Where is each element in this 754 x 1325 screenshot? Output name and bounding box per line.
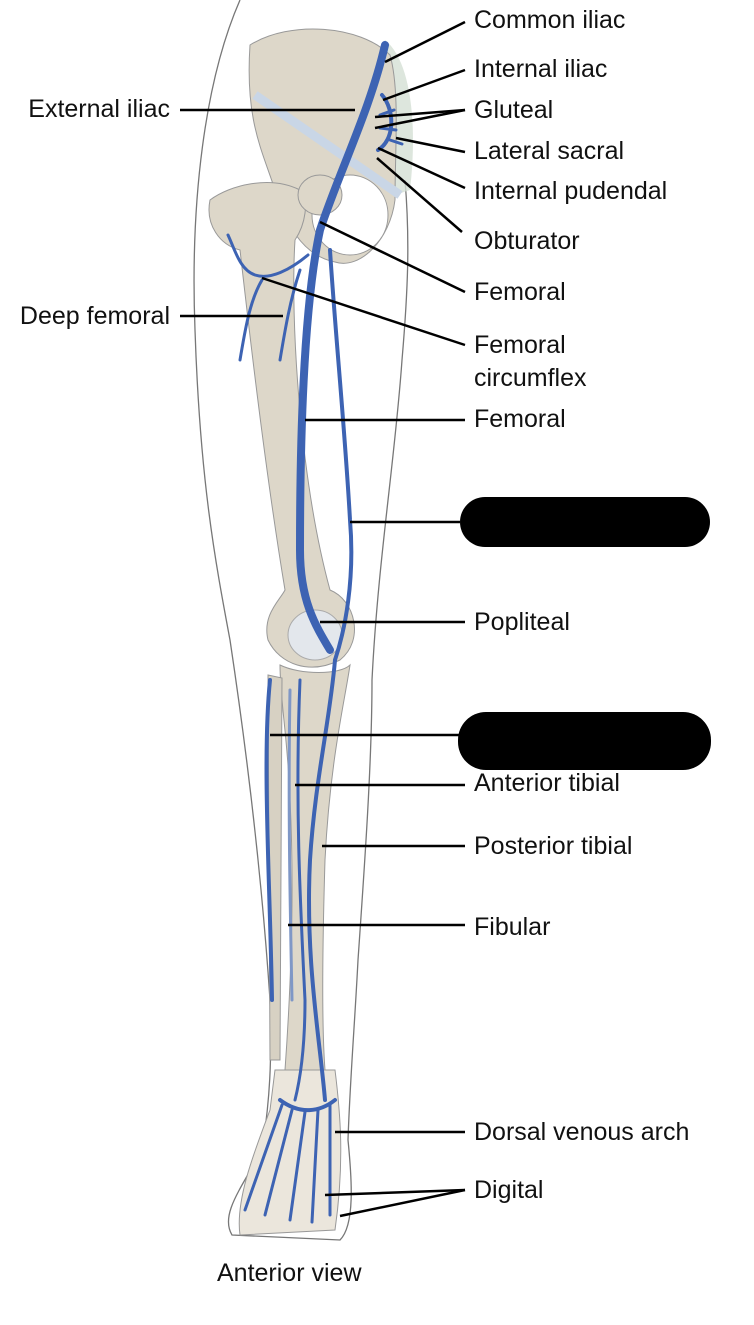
caption-anterior-view: Anterior view [217,1259,362,1287]
label-femoral-upper: Femoral [474,278,566,306]
label-femoral-circumflex-line1: Femoral [474,331,566,359]
inguinal-ligament [252,91,403,199]
label-external-iliac: External iliac [28,95,170,123]
label-dorsal-venous-arch: Dorsal venous arch [474,1118,690,1146]
label-lateral-sacral: Lateral sacral [474,137,625,165]
label-femoral-circumflex-line2: circumflex [474,364,587,392]
label-posterior-tibial: Posterior tibial [474,832,633,860]
label-obturator: Obturator [474,227,580,255]
leader-lines [180,20,466,1218]
femur [208,182,355,668]
label-popliteal: Popliteal [474,608,570,636]
redaction-blob-1 [460,497,710,547]
label-fibular: Fibular [474,913,551,941]
label-internal-pudendal: Internal pudendal [474,177,668,205]
label-femoral-lower: Femoral [474,405,566,433]
label-digital: Digital [474,1176,544,1204]
redaction-blob-2 [458,712,711,770]
leg-outline [193,0,409,1241]
label-gluteal: Gluteal [474,96,554,124]
veins [226,41,404,1224]
label-common-iliac: Common iliac [474,6,626,34]
label-anterior-tibial: Anterior tibial [474,769,620,797]
label-internal-iliac: Internal iliac [474,55,608,83]
label-deep-femoral: Deep femoral [19,302,170,330]
